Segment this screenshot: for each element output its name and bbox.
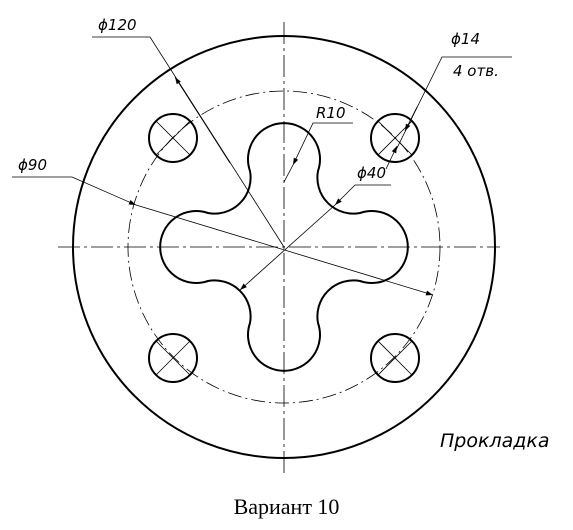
dim-hole-diameter: ϕ14: [451, 30, 480, 48]
dim-hole-count: 4 отв.: [453, 62, 499, 80]
dim-inner-diameter: ϕ40: [357, 164, 386, 182]
hole-top-right: [370, 113, 420, 163]
mounting-holes: [148, 113, 420, 383]
dim-bolt-circle-diameter: ϕ90: [18, 156, 47, 174]
hole-bottom-left: [148, 333, 198, 383]
dim-leader-radius: [292, 122, 353, 166]
central-cutout: [159, 122, 409, 372]
part-name: Прокладка: [440, 430, 550, 452]
dim-leader-bolt-circle: [12, 176, 137, 206]
dim-leader-inner: [334, 184, 391, 206]
variant-caption: Вариант 10: [233, 494, 340, 519]
hole-bottom-right: [370, 333, 420, 383]
dim-outer-diameter: ϕ120: [98, 16, 137, 34]
hole-top-left: [148, 113, 198, 163]
dim-lobe-radius: R10: [316, 104, 346, 122]
dim-leader-outer: [92, 36, 285, 248]
